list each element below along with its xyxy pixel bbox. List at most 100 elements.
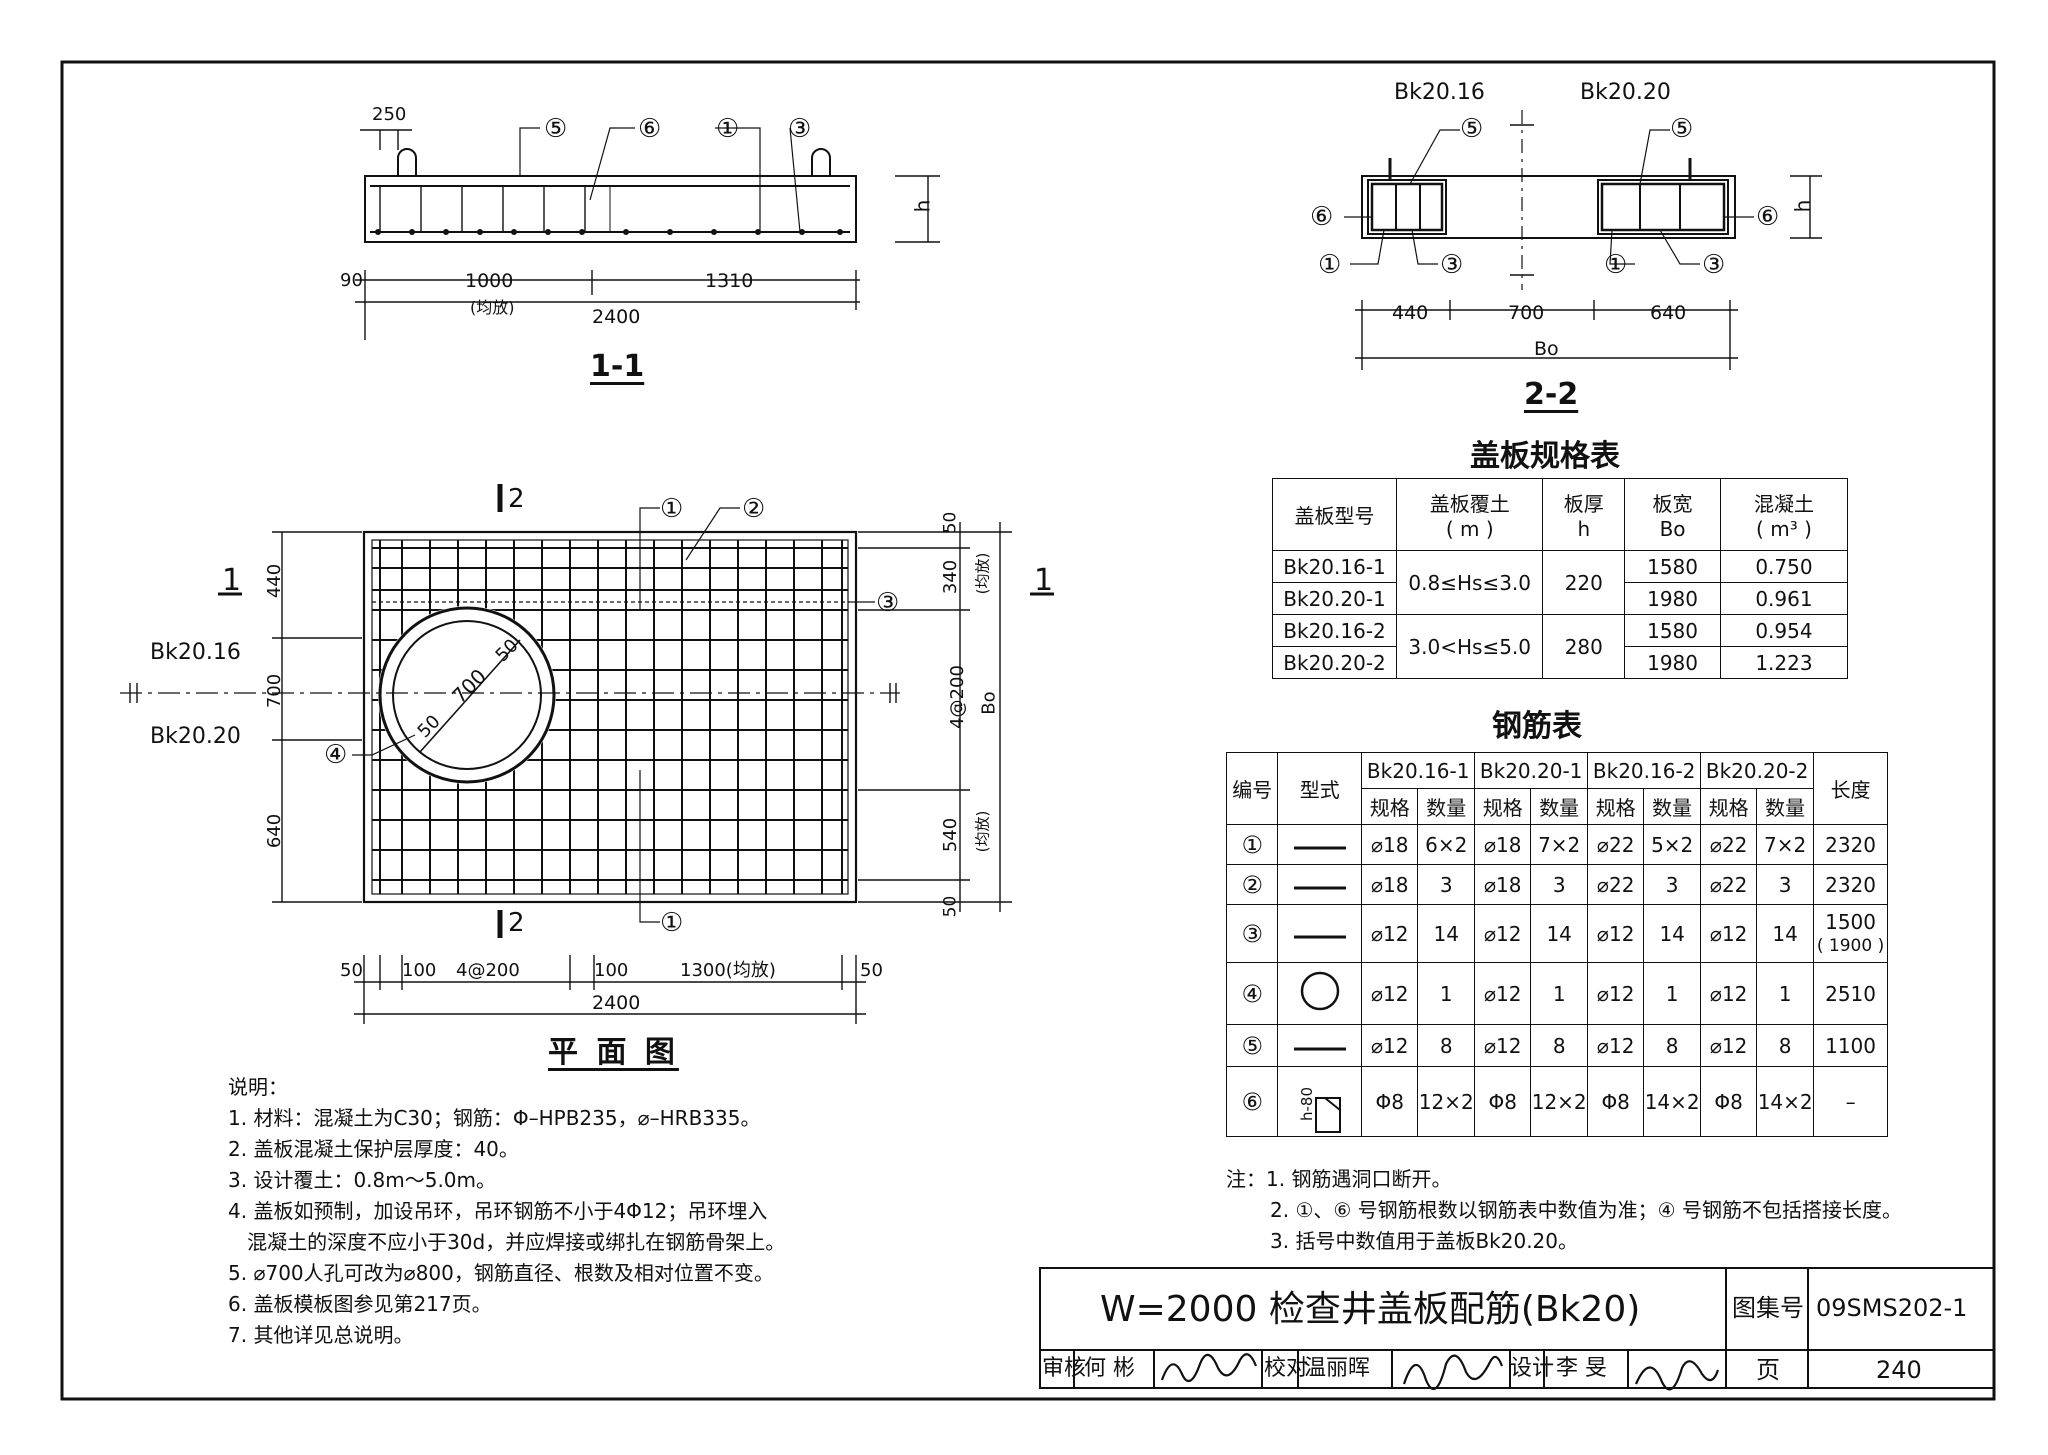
signatures xyxy=(1160,1353,1720,1391)
straight-bar-shape xyxy=(1277,864,1363,905)
title-block-lines xyxy=(1039,1267,1995,1389)
dim-440: 440 xyxy=(1392,302,1429,324)
section-2-2-title: 2-2 xyxy=(1524,377,1579,412)
checker-name: 温丽晖 xyxy=(1304,1356,1371,1381)
note-4-cont: 混凝土的深度不应小于30d，并应焊接或绑扎在钢筋骨架上。 xyxy=(228,1230,786,1254)
plan-dim-4at200: 4@200 xyxy=(946,665,968,729)
sheet-frame xyxy=(60,60,1996,1401)
table-row: Bk20.20-2 1980 1.223 xyxy=(1271,646,1849,679)
reviewer-name: 何 彬 xyxy=(1084,1356,1135,1381)
cut-1-left: 1 xyxy=(222,563,242,598)
plan-callout-1-top: ① xyxy=(660,494,684,524)
notes-heading: 说明： xyxy=(228,1075,288,1099)
review-label: 审核 xyxy=(1042,1356,1087,1381)
cut-2-top: 2 xyxy=(508,484,525,514)
plan-dim-50-top: 50 xyxy=(940,511,961,534)
dim-h: h xyxy=(910,199,935,213)
table-note-3: 3. 括号中数值用于盖板Bk20.20。 xyxy=(1270,1229,1578,1253)
plan-dim-100-right: 100 xyxy=(594,960,629,981)
note-6: 6. 盖板模板图参见第217页。 xyxy=(228,1292,492,1316)
note-7: 7. 其他详见总说明。 xyxy=(228,1323,414,1347)
plan-dim-100-left: 100 xyxy=(402,960,437,981)
dim-640: 640 xyxy=(1650,302,1687,324)
callout-6-right: ⑥ xyxy=(1756,202,1780,232)
section-1-1-title: 1-1 xyxy=(590,349,645,384)
callout-5: ⑤ xyxy=(544,114,568,144)
plan-dim-4at200-bottom: 4@200 xyxy=(456,960,520,981)
table-note-2: 2. ①、⑥ 号钢筋根数以钢筋表中数值为准；④ 号钢筋不包括搭接长度。 xyxy=(1270,1198,1902,1222)
plan-dim-1300: 1300(均放) xyxy=(680,960,776,981)
dim-bo: Bo xyxy=(1534,338,1559,360)
plan-dim-700: 700 xyxy=(264,673,286,709)
ring-bar-shape xyxy=(1277,962,1363,1025)
plan-callout-4: ④ xyxy=(324,740,348,770)
rebar-table-header: 编号 型式 Bk20.16-1 Bk20.20-1 Bk20.16-2 Bk20… xyxy=(1225,752,1888,825)
dim-250: 250 xyxy=(372,104,407,125)
spec-table-title: 盖板规格表 xyxy=(1470,439,1620,474)
atlas-number: 09SMS202-1 xyxy=(1816,1294,1968,1322)
design-label: 设计 xyxy=(1510,1356,1555,1381)
spec-h-model: 盖板型号 xyxy=(1271,478,1398,551)
rebar-table-title: 钢筋表 xyxy=(1492,709,1582,744)
plan-dim-50-right: 50 xyxy=(860,960,883,981)
plan-drawing xyxy=(120,484,1054,1024)
callout-1-right: ① xyxy=(1604,250,1628,280)
note-1: 1. 材料：混凝土为C30；钢筋：Φ–HPB235，⌀–HRB335。 xyxy=(228,1106,761,1130)
cut-1-right: 1 xyxy=(1034,563,1054,598)
note-4: 4. 盖板如预制，加设吊环，吊环钢筋不小于4Φ12；吊环埋入 xyxy=(228,1199,768,1223)
section-2-2-drawing xyxy=(1344,110,1822,370)
plan-bk2016: Bk20.16 xyxy=(150,640,241,665)
table-row: Bk20.20-1 1980 0.961 xyxy=(1271,582,1849,615)
dim-2400: 2400 xyxy=(592,306,641,328)
callout-3: ③ xyxy=(788,114,812,144)
callout-1-left: ① xyxy=(1318,250,1342,280)
plan-dim-540: 540 xyxy=(940,817,962,853)
straight-bar-shape xyxy=(1277,824,1363,865)
callout-5-left: ⑤ xyxy=(1460,114,1484,144)
atlas-label: 图集号 xyxy=(1732,1294,1804,1322)
plan-dim-50-bottom: 50 xyxy=(940,895,961,918)
callout-1: ① xyxy=(716,114,740,144)
designer-name: 李 旻 xyxy=(1556,1356,1607,1381)
cut-2-bottom: 2 xyxy=(508,908,525,938)
length-cell-3: 1500( 1900 ) xyxy=(1813,904,1888,963)
straight-bar-shape xyxy=(1277,1024,1363,1067)
table-note-1: 注：1. 钢筋遇洞口断开。 xyxy=(1226,1167,1452,1191)
section-2-2-label-right: Bk20.20 xyxy=(1580,80,1671,105)
callout-3-left: ③ xyxy=(1440,250,1464,280)
drawing-title: W=2000 检查井盖板配筋(Bk20) xyxy=(1100,1289,1641,1330)
note-3: 3. 设计覆土：0.8m～5.0m。 xyxy=(228,1168,497,1192)
straight-bar-shape xyxy=(1277,904,1363,963)
callout-3-right: ③ xyxy=(1702,250,1726,280)
plan-bk2020: Bk20.20 xyxy=(150,724,241,749)
table-row: Bk20.16-2 3.0<Hs≤5.0 280 1580 0.954 xyxy=(1271,614,1849,679)
section-1-1-drawing xyxy=(355,127,940,340)
rebar-table: 编号 型式 Bk20.16-1 Bk20.20-1 Bk20.16-2 Bk20… xyxy=(1225,752,1888,1137)
callout-6-left: ⑥ xyxy=(1310,202,1334,232)
dim-h-2: h xyxy=(1790,199,1815,213)
callout-6: ⑥ xyxy=(638,114,662,144)
check-label: 校对 xyxy=(1264,1356,1309,1381)
plan-dim-340: 340 xyxy=(940,559,962,595)
plan-callout-2: ② xyxy=(742,494,766,524)
note-2: 2. 盖板混凝土保护层厚度：40。 xyxy=(228,1137,519,1161)
plan-dim-50-left: 50 xyxy=(340,960,363,981)
stirrup-shape-cell: h-80 xyxy=(1277,1066,1363,1137)
dim-700: 700 xyxy=(1508,302,1545,324)
rebar-table-subheader: 规格数量 规格数量 规格数量 规格数量 xyxy=(1227,788,1888,825)
plan-dim-2400: 2400 xyxy=(592,992,641,1014)
plan-dim-540-note: (均放) xyxy=(973,810,992,853)
plan-dim-440: 440 xyxy=(264,563,286,599)
table-row: Bk20.16-1 0.8≤Hs≤3.0 220 1580 0.750 xyxy=(1271,550,1849,615)
plan-dim-640: 640 xyxy=(264,813,286,849)
